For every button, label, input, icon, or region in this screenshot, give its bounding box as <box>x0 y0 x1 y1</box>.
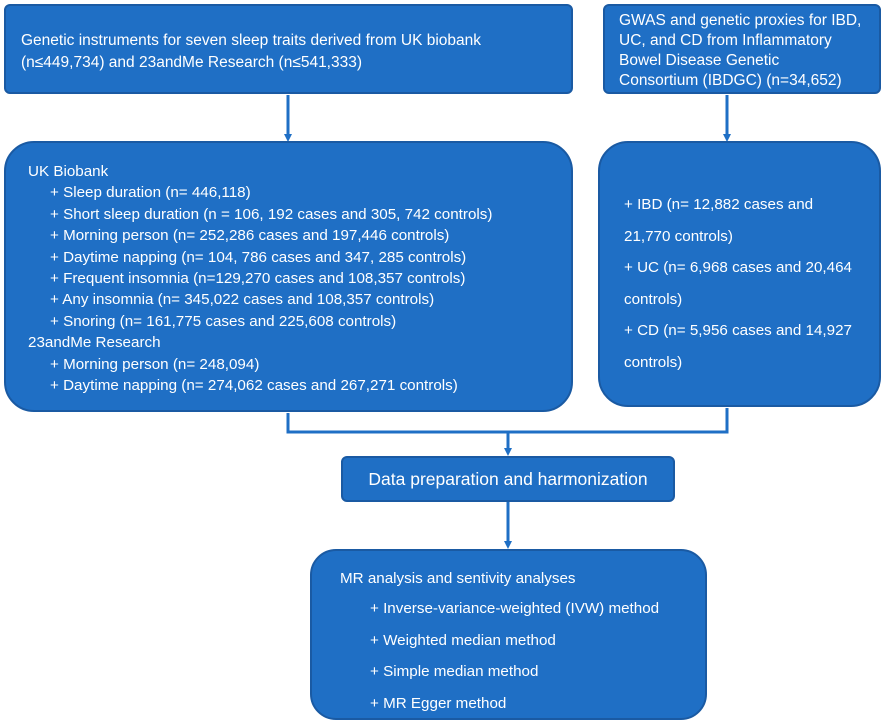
research-heading: 23andMe Research <box>28 334 161 352</box>
sleep-instruments-line-1: Genetic instruments for seven sleep trai… <box>21 32 482 49</box>
uk-item-frequent-insomnia: + Frequent insomnia (n=129,270 cases and… <box>50 270 466 288</box>
ibd-gwas-line-1: GWAS and genetic proxies for IBD, <box>619 12 862 29</box>
uk-item-morning-person: + Morning person (n= 252,286 cases and 1… <box>50 227 450 245</box>
ibd-outcome-cd: + CD (n= 5,956 cases and 14,927 <box>624 322 852 339</box>
uk-item-short-sleep: + Short sleep duration (n = 106, 192 cas… <box>50 205 493 223</box>
uk-item-sleep-duration: + Sleep duration (n= 446,118) <box>50 184 251 202</box>
mr-item-simple-median: + Simple median method <box>370 663 539 680</box>
uk-item-daytime-napping: + Daytime napping (n= 104, 786 cases and… <box>50 248 467 266</box>
ibd-gwas-line-3: Bowel Disease Genetic <box>619 52 780 69</box>
sleep-instruments-box: Genetic instruments for seven sleep trai… <box>4 4 573 94</box>
research-item-daytime-napping: + Daytime napping (n= 274,062 cases and … <box>50 377 458 395</box>
research-item-morning-person: + Morning person (n= 248,094) <box>50 355 260 373</box>
ibd-outcome-cd-controls: controls) <box>624 353 683 371</box>
mr-item-ivw: + Inverse-variance-weighted (IVW) method <box>370 600 660 617</box>
ibd-outcomes-box: + IBD (n= 12,882 cases and 21,770 contro… <box>598 141 881 407</box>
ibd-gwas-box: GWAS and genetic proxies for IBD, UC, an… <box>603 4 881 94</box>
data-prep-box: Data preparation and harmonization <box>341 456 675 502</box>
mr-item-mr-egger: + MR Egger method <box>370 694 507 712</box>
ibd-gwas-line-4: Consortium (IBDGC) (n=34,652) <box>619 72 842 89</box>
mr-analysis-box: MR analysis and sentivity analyses + Inv… <box>310 549 707 720</box>
ibd-outcome-ibd: + IBD (n= 12,882 cases and <box>624 196 814 213</box>
sleep-traits-box: UK Biobank + Sleep duration (n= 446,118)… <box>4 141 573 412</box>
mr-item-weighted-median: + Weighted median method <box>370 631 556 649</box>
sleep-instruments-line-2: (n≤449,734) and 23andMe Research (n≤541,… <box>21 54 363 71</box>
ibd-gwas-line-2: UC, and CD from Inflammatory <box>619 32 832 49</box>
ibd-outcome-uc: + UC (n= 6,968 cases and 20,464 <box>624 259 852 276</box>
data-prep-label: Data preparation and harmonization <box>368 468 648 489</box>
uk-biobank-heading: UK Biobank <box>28 163 109 180</box>
ibd-outcome-uc-controls: controls) <box>624 290 683 308</box>
uk-item-snoring: + Snoring (n= 161,775 cases and 225,608 … <box>50 312 397 330</box>
uk-item-any-insomnia: + Any insomnia (n= 345,022 cases and 108… <box>50 291 435 309</box>
mr-analysis-heading: MR analysis and sentivity analyses <box>340 570 576 587</box>
ibd-outcome-ibd-controls: 21,770 controls) <box>624 227 733 245</box>
